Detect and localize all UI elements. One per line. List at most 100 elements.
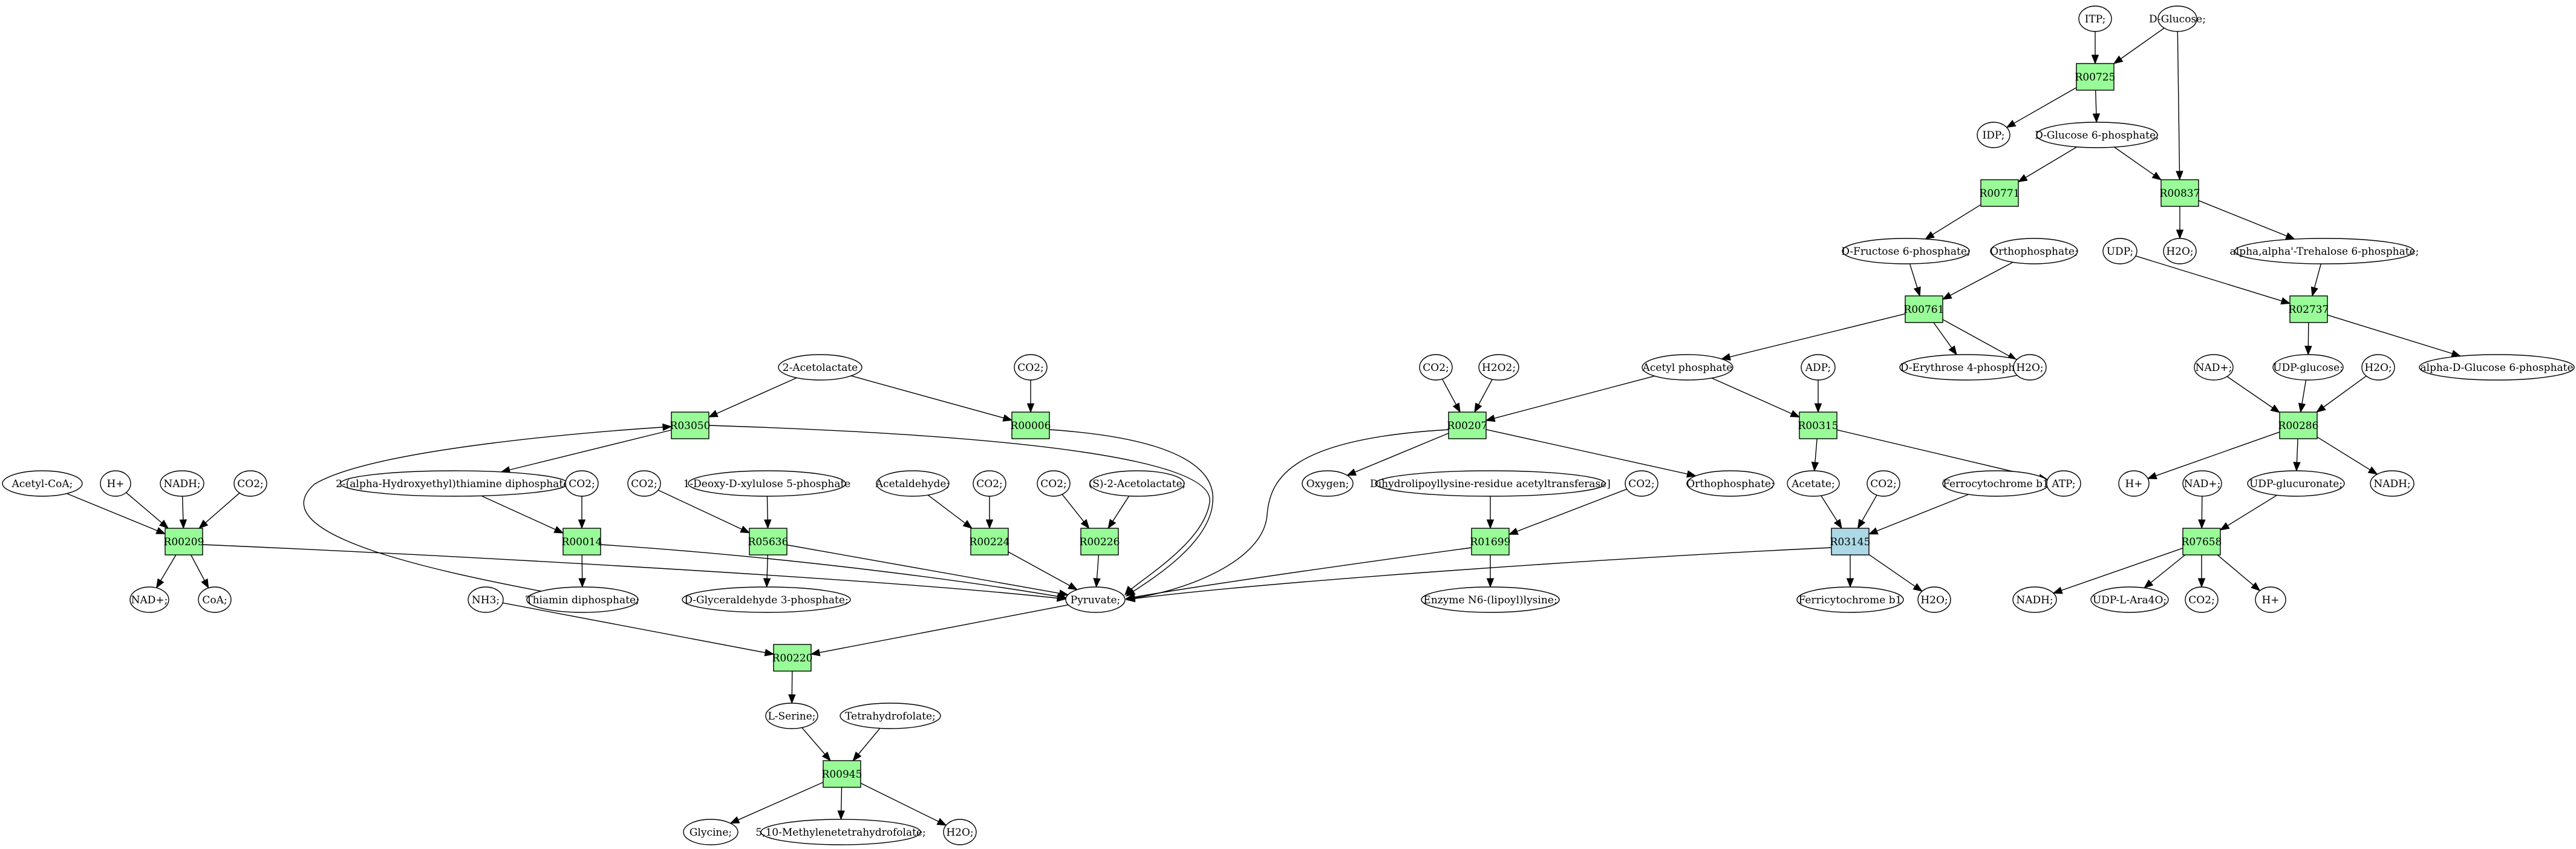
metabolite-node-h2o_837[interactable]: H2O;	[2163, 238, 2197, 264]
metabolite-node-nadh_7658[interactable]: NADH;	[2012, 586, 2057, 613]
reaction-box[interactable]	[2289, 295, 2328, 323]
metabolite-ellipse[interactable]	[778, 354, 862, 381]
metabolite-node-nad_209[interactable]: NAD+;	[129, 586, 169, 613]
metabolite-ellipse[interactable]	[1065, 586, 1126, 613]
metabolite-ellipse[interactable]	[627, 470, 661, 497]
metabolite-node-g6p[interactable]: D-Glucose 6-phosphate;	[2035, 122, 2159, 148]
metabolite-ellipse[interactable]	[876, 470, 950, 497]
metabolite-node-serine[interactable]: L-Serine;	[765, 703, 818, 729]
metabolite-ellipse[interactable]	[2036, 122, 2158, 148]
metabolite-ellipse[interactable]	[2118, 470, 2150, 497]
metabolite-node-acetate[interactable]: Acetate;	[1787, 470, 1840, 497]
metabolite-ellipse[interactable]	[2182, 470, 2222, 497]
metabolite-ellipse[interactable]	[760, 819, 921, 845]
metabolite-node-co2_006[interactable]: CO2;	[1014, 354, 1048, 381]
reaction-box[interactable]	[1011, 411, 1050, 439]
metabolite-node-itp[interactable]: ITP;	[2078, 5, 2112, 32]
reaction-box[interactable]	[970, 528, 1009, 556]
reaction-box[interactable]	[1905, 295, 1943, 323]
reaction-node-R00286[interactable]: R00286	[2278, 411, 2319, 439]
metabolite-node-idp[interactable]: IDP;	[1977, 122, 2010, 148]
metabolite-ellipse[interactable]	[1842, 238, 1970, 264]
reaction-node-R00761[interactable]: R00761	[1904, 295, 1945, 323]
reaction-box[interactable]	[165, 528, 203, 556]
metabolite-node-udp_2737[interactable]: UDP;	[2102, 238, 2137, 264]
reaction-node-R01699[interactable]: R01699	[1470, 528, 1511, 556]
reaction-box[interactable]	[2076, 63, 2115, 91]
metabolite-node-dglucose[interactable]: D-Glucose;	[2149, 5, 2206, 32]
metabolite-ellipse[interactable]	[468, 586, 504, 613]
reaction-node-R00006[interactable]: R00006	[1011, 411, 1051, 439]
metabolite-node-thf[interactable]: Tetrahydrofolate;	[840, 703, 941, 729]
metabolite-node-hplus_286[interactable]: H+	[2118, 470, 2150, 497]
metabolite-node-h2o_945[interactable]: H2O;	[943, 819, 977, 845]
reaction-node-R00315[interactable]: R00315	[1798, 411, 1839, 439]
metabolite-ellipse[interactable]	[1977, 122, 2010, 148]
metabolite-ellipse[interactable]	[2255, 586, 2286, 613]
metabolite-ellipse[interactable]	[765, 703, 818, 729]
metabolite-node-oxygen[interactable]: Oxygen;	[1302, 470, 1354, 497]
reaction-box[interactable]	[823, 760, 861, 788]
metabolite-ellipse[interactable]	[160, 470, 204, 497]
metabolite-ellipse[interactable]	[2012, 586, 2057, 613]
reaction-box[interactable]	[2182, 528, 2221, 556]
metabolite-ellipse[interactable]	[129, 586, 169, 613]
reaction-node-R00224[interactable]: R00224	[970, 528, 1010, 556]
metabolite-ellipse[interactable]	[682, 586, 851, 613]
metabolite-ellipse[interactable]	[2194, 354, 2234, 381]
reaction-box[interactable]	[1471, 528, 1510, 556]
metabolite-ellipse[interactable]	[198, 586, 232, 613]
metabolite-node-acetolactate[interactable]: 2-Acetolactate	[778, 354, 862, 381]
metabolite-node-nadh_209[interactable]: NADH;	[160, 470, 204, 497]
reaction-box[interactable]	[671, 411, 709, 439]
metabolite-ellipse[interactable]	[100, 470, 131, 497]
metabolite-node-dlat[interactable]: Dihydrolipoyllysine-residue acetyltransf…	[1370, 470, 1611, 497]
reaction-box[interactable]	[2279, 411, 2318, 439]
reaction-box[interactable]	[1831, 528, 1870, 556]
metabolite-ellipse[interactable]	[1642, 354, 1733, 381]
metabolite-ellipse[interactable]	[2361, 354, 2395, 381]
metabolite-node-h2o_761[interactable]: H2O;	[2013, 354, 2047, 381]
reaction-box[interactable]	[1448, 411, 1487, 439]
metabolite-ellipse[interactable]	[1787, 470, 1840, 497]
metabolite-ellipse[interactable]	[973, 470, 1006, 497]
reaction-box[interactable]	[1980, 179, 2019, 207]
metabolite-ellipse[interactable]	[1686, 470, 1775, 497]
metabolite-node-udpglcua[interactable]: UDP-glucuronate;	[2247, 470, 2345, 497]
metabolite-node-co2_226[interactable]: CO2;	[1037, 470, 1071, 497]
metabolite-ellipse[interactable]	[2163, 238, 2197, 264]
metabolite-ellipse[interactable]	[1014, 354, 1048, 381]
metabolite-ellipse[interactable]	[1867, 470, 1900, 497]
metabolite-node-f6p[interactable]: D-Fructose 6-phosphate;	[1841, 238, 1971, 264]
metabolite-node-co2_7658[interactable]: CO2;	[2185, 586, 2219, 613]
metabolite-node-s2acetolactate[interactable]: (S)-2-Acetolactate;	[1089, 470, 1186, 497]
metabolite-ellipse[interactable]	[840, 703, 941, 729]
metabolite-ellipse[interactable]	[1917, 586, 1951, 613]
reaction-box[interactable]	[2160, 179, 2199, 207]
metabolite-node-adp[interactable]: ADP;	[1801, 354, 1836, 381]
metabolite-node-co2_209[interactable]: CO2;	[233, 470, 267, 497]
metabolite-node-co2_224[interactable]: CO2;	[973, 470, 1006, 497]
metabolite-node-dxp[interactable]: 1-Deoxy-D-xylulose 5-phosphate	[683, 470, 851, 497]
reaction-node-R00209[interactable]: R00209	[164, 528, 204, 556]
metabolite-node-acetylcoa[interactable]: Acetyl-CoA;	[2, 470, 83, 497]
reaction-node-R03145[interactable]: R03145	[1830, 528, 1871, 556]
metabolite-ellipse[interactable]	[2247, 470, 2345, 497]
metabolite-ellipse[interactable]	[1089, 470, 1185, 497]
reaction-box[interactable]	[562, 528, 601, 556]
metabolite-ellipse[interactable]	[2234, 238, 2415, 264]
metabolite-node-pyruvate[interactable]: Pyruvate;	[1065, 586, 1126, 613]
metabolite-node-hetdp[interactable]: 2-(alpha-Hydroxyethyl)thiamine diphospha…	[336, 470, 573, 497]
metabolite-node-co2_3145[interactable]: CO2;	[1867, 470, 1900, 497]
metabolite-ellipse[interactable]	[2013, 354, 2047, 381]
metabolite-ellipse[interactable]	[2185, 586, 2219, 613]
reaction-node-R02737[interactable]: R02737	[2289, 295, 2329, 323]
reaction-box[interactable]	[749, 528, 787, 556]
reaction-box[interactable]	[773, 644, 812, 672]
metabolite-ellipse[interactable]	[1801, 354, 1836, 381]
metabolite-node-thiamindp[interactable]: Thiamin diphosphate;	[526, 586, 639, 613]
metabolite-ellipse[interactable]	[943, 819, 977, 845]
metabolite-ellipse[interactable]	[2102, 238, 2137, 264]
metabolite-node-fdred[interactable]: Ferrocytochrome b1	[1942, 470, 2050, 497]
metabolite-node-tre6p[interactable]: alpha,alpha'-Trehalose 6-phosphate;	[2230, 238, 2419, 264]
